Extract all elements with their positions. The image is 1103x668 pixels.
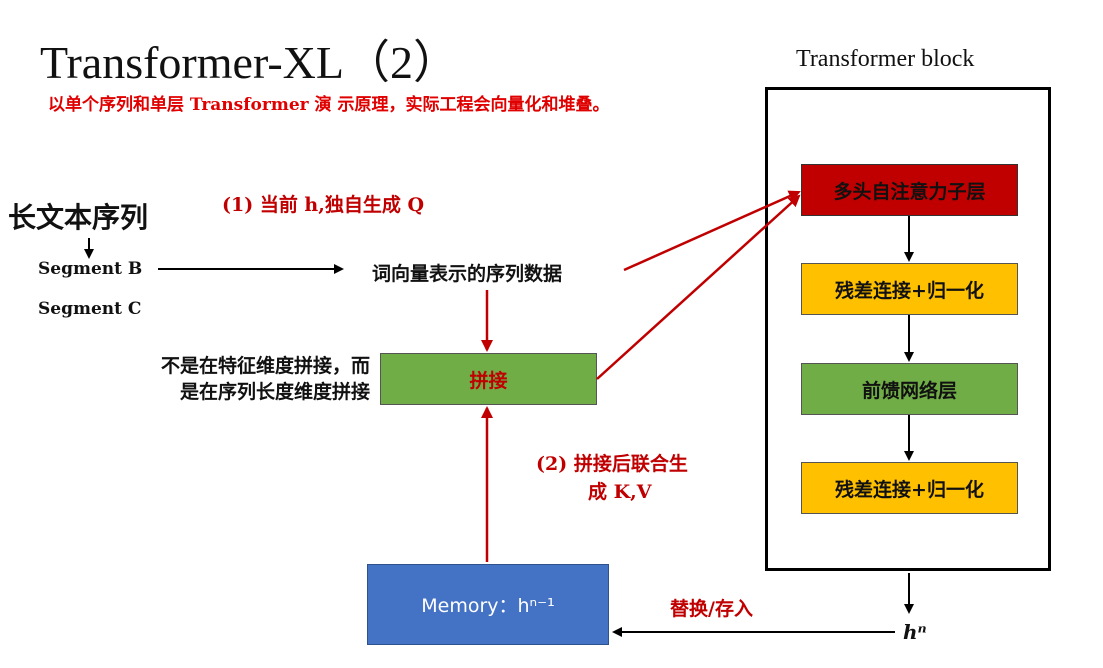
transformer-block-frame [765, 87, 1051, 571]
step1-label: (1) 当前 h,独自生成 Q [222, 194, 425, 216]
step2-label-line-1: (2) 拼接后联合生 [536, 453, 688, 475]
segment-b-label: Segment B [38, 259, 143, 279]
residual-norm-box-1: 残差连接+归一化 [801, 263, 1018, 315]
seqdata-to-attention-arrow [623, 190, 801, 272]
memory-box: Memory：hⁿ⁻¹ [367, 564, 609, 645]
long-text-sequence-label: 长文本序列 [8, 201, 149, 234]
subtitle: 以单个序列和单层 Transformer 演 示原理，实际工程会向量化和堆叠。 [48, 95, 610, 115]
concat-to-attention-arrow [596, 194, 801, 380]
step2-label-line-2: 成 K,V [588, 481, 652, 503]
residual-norm-box-2: 残差连接+归一化 [801, 462, 1018, 514]
feedforward-box: 前馈网络层 [801, 363, 1018, 415]
block-title: Transformer block [796, 46, 975, 72]
concat-note: 不是在特征维度拼接，而 是在序列长度维度拼接 [108, 353, 370, 405]
output-h-label: hⁿ [903, 620, 927, 644]
segment-c-label: Segment C [38, 299, 142, 319]
concat-box: 拼接 [380, 353, 597, 405]
concat-note-line-1: 不是在特征维度拼接，而 [160, 355, 370, 377]
sequence-data-label: 词向量表示的序列数据 [372, 263, 563, 285]
replace-store-label: 替换/存入 [670, 598, 753, 620]
attention-sublayer-box: 多头自注意力子层 [801, 164, 1018, 216]
concat-note-line-2: 是在序列长度维度拼接 [179, 381, 370, 403]
page-title: Transformer-XL（2） [40, 37, 459, 88]
